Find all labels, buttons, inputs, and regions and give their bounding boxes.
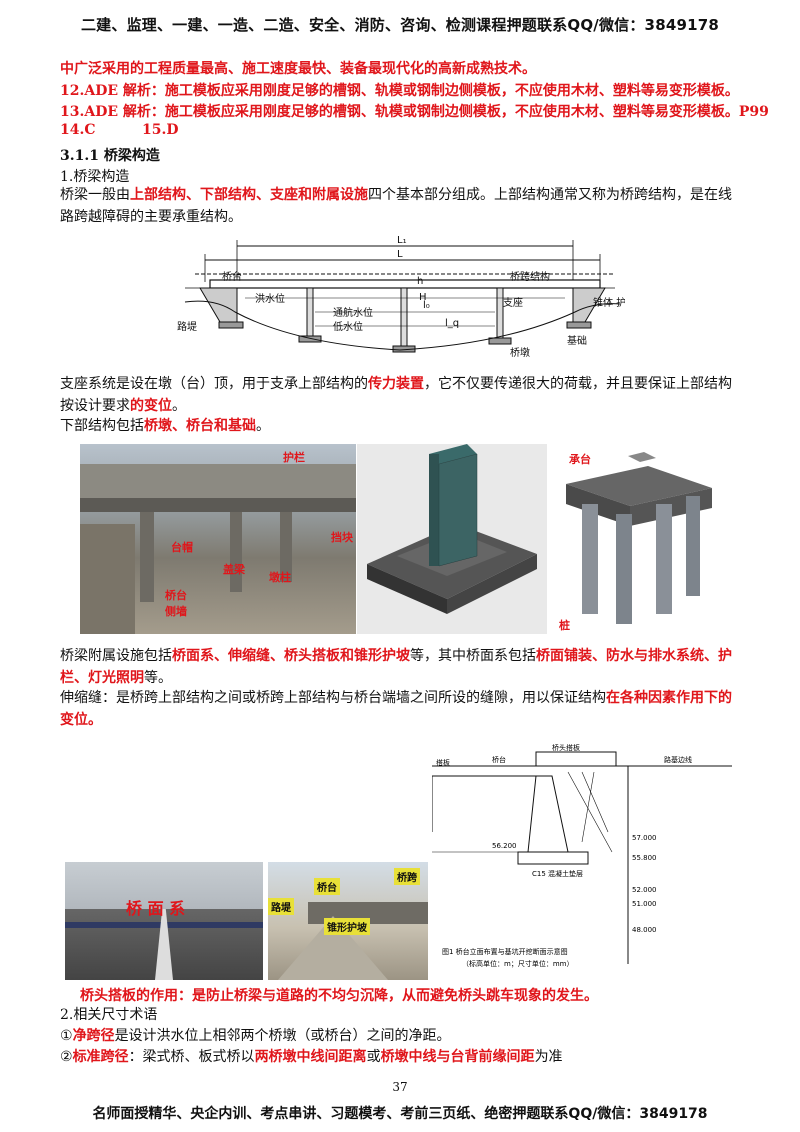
- subsection-2: 2.相关尺寸术语: [60, 1007, 158, 1023]
- label-abutment: 桥台: [165, 589, 187, 602]
- label-embankment: 路堤: [268, 898, 294, 915]
- drawing-label-approach: 搭板: [436, 758, 450, 767]
- drawing-label-edge: 路基边线: [664, 755, 692, 764]
- label-abutment: 桥台: [314, 878, 340, 895]
- bridge-underside-photo: 护栏 挡块 台帽 盖梁 墩柱 桥台 侧墙: [80, 444, 356, 634]
- label-cone-slope: 锥形护坡: [324, 918, 370, 935]
- answer-12: 12.ADE 解析：施工模板应采用刚度足够的槽钢、轨模或钢制边侧模板，不应使用木…: [60, 83, 739, 99]
- label-pile: 桩: [559, 619, 570, 632]
- page-number: 37: [392, 1080, 408, 1094]
- label-foundation: 基础: [567, 334, 587, 347]
- pile-cap-render: 承台 桩: [552, 444, 722, 634]
- dim-L1: L₁: [397, 235, 407, 246]
- bridge-elevation-diagram: L₁ L 桥台 桥跨结构 洪水位 通航水位 低水位 路堤 支座 锥体 护坡 桥墩…: [177, 235, 625, 359]
- dim-lq: l_q: [445, 318, 459, 329]
- label-retainer: 挡块: [331, 531, 353, 544]
- elevation-48: 48.000: [632, 926, 657, 934]
- elevation-51: 51.000: [632, 900, 657, 908]
- label-pile-cap: 承台: [569, 453, 591, 466]
- text-line: 中广泛采用的工程质量最高、施工速度最快、装备最现代化的高新成熟技术。: [60, 61, 536, 77]
- dim-l0: l₀: [423, 300, 430, 311]
- pier-foundation-render: [357, 444, 547, 634]
- label-deck-system: 桥 面 系: [126, 899, 186, 918]
- drawing-title: 图1 桥台立面布置与基坑开挖断面示意图: [442, 947, 568, 956]
- label-capbeam: 台帽: [171, 541, 193, 554]
- abutment-section-drawing: 搭板 桥头搭板 路基边线 桥台 57.000 56.200 55.800 52.…: [432, 732, 732, 974]
- label-span: 桥跨结构: [510, 270, 550, 283]
- label-abutment: 桥台: [222, 270, 242, 283]
- label-pier: 桥墩: [510, 346, 530, 359]
- label-sidewall: 侧墙: [165, 605, 187, 618]
- label-bearing: 支座: [503, 296, 523, 309]
- term-clear-span: ①净跨径是设计洪水位上相邻两个桥墩（或桥台）之间的净距。: [60, 1028, 451, 1044]
- section-title: 3.1.1 桥梁构造: [60, 148, 160, 164]
- page-footer: 名师面授精华、央企内训、考点串讲、习题模考、考前三页纸、绝密押题联系QQ/微信：…: [92, 1106, 708, 1122]
- label-low: 低水位: [333, 320, 363, 333]
- label-span: 桥跨: [394, 868, 420, 885]
- paragraph-expansion-joint: 伸缩缝：是桥跨上部结构之间或桥跨上部结构与桥台端墙之间所设的缝隙，用以保证结构在…: [60, 690, 732, 728]
- answer-14: 14.C: [60, 122, 96, 138]
- paragraph-bridge-parts: 桥梁一般由上部结构、下部结构、支座和附属设施四个基本部分组成。上部结构通常又称为…: [60, 187, 732, 225]
- label-nav: 通航水位: [333, 306, 373, 319]
- dim-L: L: [397, 249, 403, 260]
- subsection-title: 1.桥梁构造: [60, 169, 130, 185]
- drawing-label-bedding: C15 混凝土垫层: [532, 869, 583, 878]
- drawing-units: （标高单位：m；尺寸单位：mm）: [462, 959, 573, 968]
- elevation-558: 55.800: [632, 854, 657, 862]
- elevation-52: 52.000: [632, 886, 657, 894]
- page-header: 二建、监理、一建、一造、二造、安全、消防、咨询、检测课程押题联系QQ/微信：38…: [80, 16, 720, 34]
- label-cone: 锥体 护坡: [593, 296, 625, 309]
- label-guardrail: 护栏: [283, 451, 305, 464]
- elevation-57: 57.000: [632, 834, 657, 842]
- dim-H: H: [419, 292, 427, 303]
- paragraph-bearing: 支座系统是设在墩（台）顶，用于支承上部结构的传力装置，它不仅要传递很大的荷载，并…: [60, 376, 732, 414]
- paragraph-substructure: 下部结构包括桥墩、桥台和基础。: [60, 418, 270, 434]
- term-standard-span: ②标准跨径：梁式桥、板式桥以两桥墩中线间距离或桥墩中线与台背前缘间距为准: [60, 1049, 563, 1065]
- answer-15: 15.D: [142, 122, 179, 138]
- drawing-label-abutment: 桥台: [492, 755, 506, 764]
- label-pier-column: 墩柱: [269, 571, 291, 584]
- elevation-562: 56.200: [492, 842, 517, 850]
- paragraph-ancillary: 桥梁附属设施包括桥面系、伸缩缝、桥头搭板和锥形护坡等，其中桥面系包括桥面铺装、防…: [60, 648, 732, 686]
- abutment-slope-photo: 桥台 桥跨 路堤 锥形护坡: [268, 862, 428, 980]
- approach-slab-note: 桥头搭板的作用：是防止桥梁与道路的不均匀沉降，从而避免桥头跳车现象的发生。: [80, 988, 598, 1004]
- label-flood: 洪水位: [255, 292, 285, 305]
- drawing-label-slab: 桥头搭板: [552, 743, 580, 752]
- dim-h: h: [417, 276, 423, 287]
- answer-13: 13.ADE 解析：施工模板应采用刚度足够的槽钢、轨模或钢制边侧模板，不应使用木…: [60, 104, 769, 120]
- bridge-deck-photo: 桥 面 系: [65, 862, 263, 980]
- label-embank: 路堤: [177, 320, 197, 333]
- label-capbeam2: 盖梁: [223, 563, 245, 576]
